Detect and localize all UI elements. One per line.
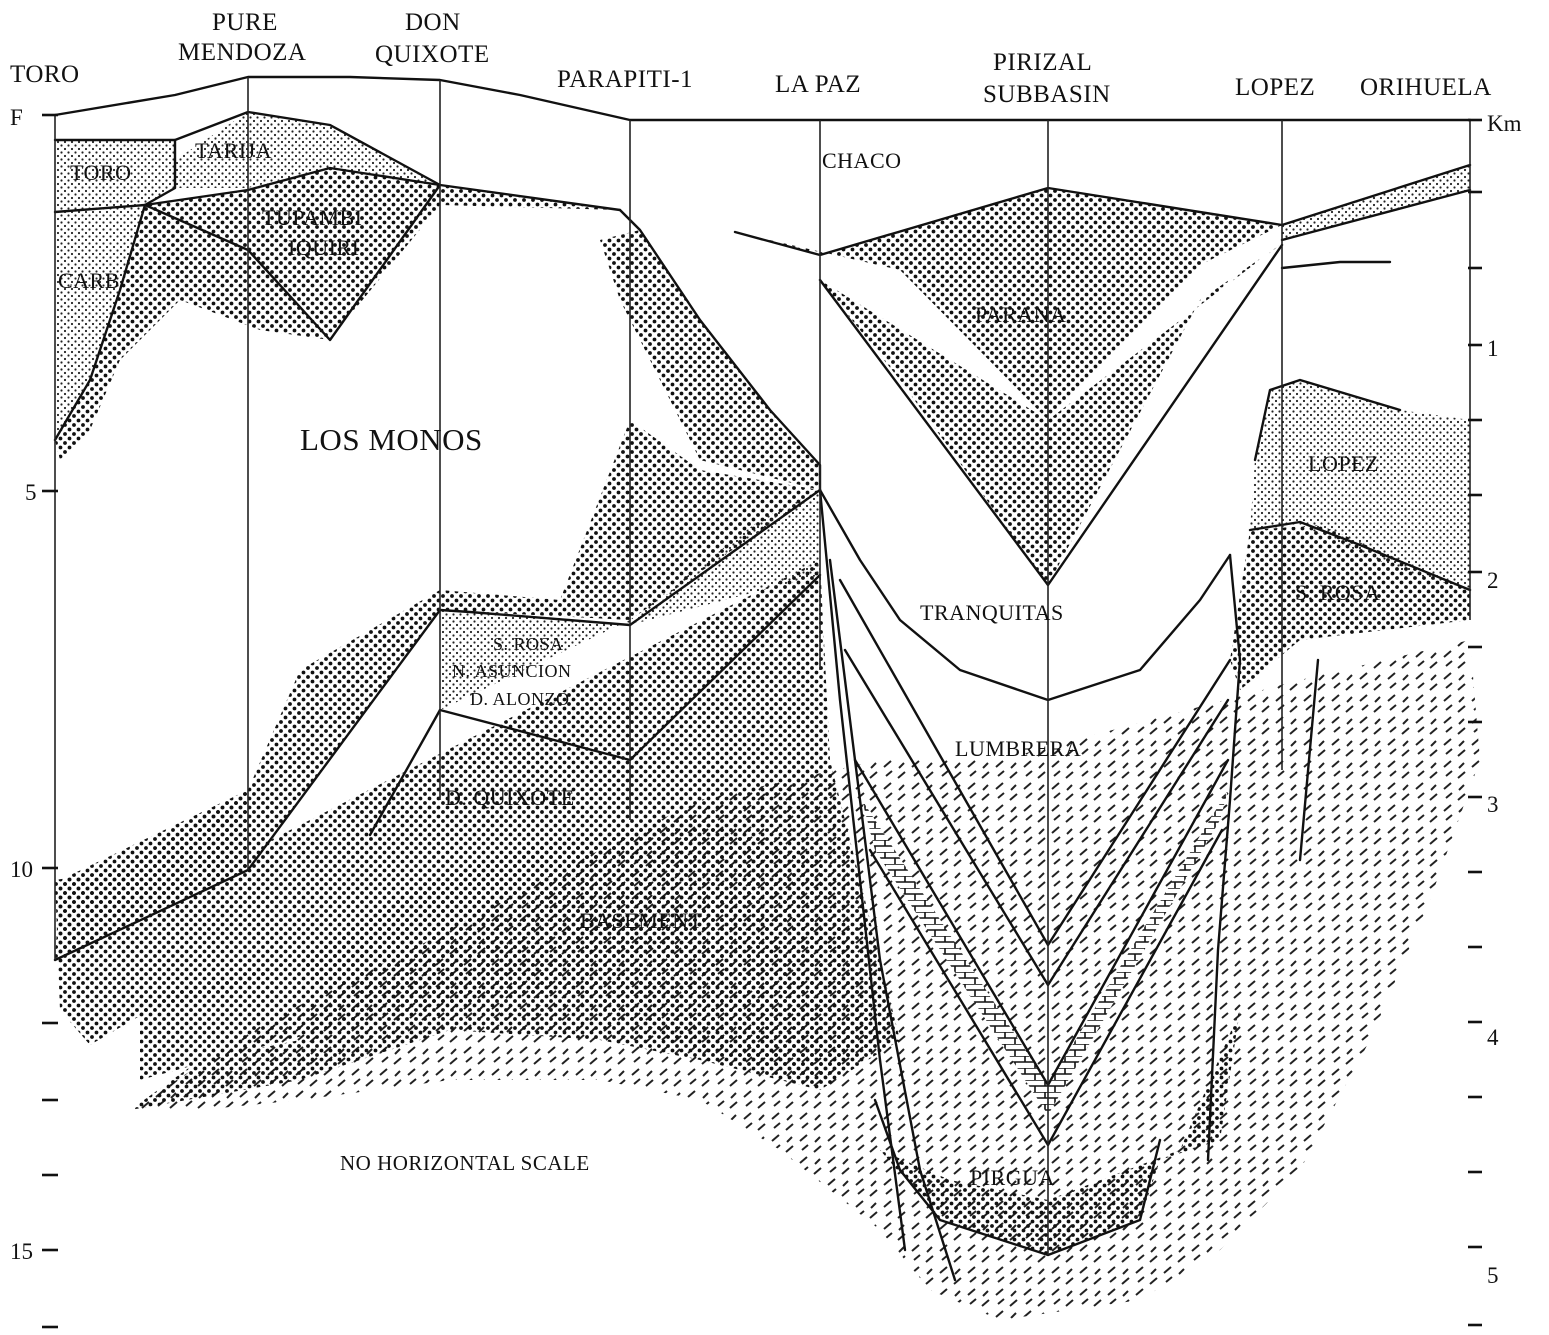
unit-label-tarija: TARIJA: [195, 138, 272, 163]
well-label-lopez: LOPEZ: [1235, 74, 1315, 101]
left-axis-label: 5: [25, 480, 37, 505]
well-label-pure-mendoza: PURE: [212, 9, 278, 36]
lithology-fills: [55, 112, 1480, 1320]
unit-label-srosa-group: S. ROSA: [493, 634, 564, 654]
well-label-orihuela: ORIHUELA: [1360, 74, 1492, 101]
unit-label-iquiri: IQUIRI: [288, 235, 359, 260]
unit-label-basement: BASEMENT: [580, 908, 703, 933]
unit-label-lopez: LOPEZ: [1308, 451, 1379, 476]
left-axis-label: 10: [10, 857, 33, 882]
well-label-don-quixote: DON: [405, 9, 461, 36]
unit-label-tupambi: TUPAMBI: [262, 205, 363, 230]
left-axis: F 5 10 15: [10, 105, 58, 1327]
unit-label-pirgua: PIRGUA: [970, 1165, 1055, 1190]
left-axis-label: 15: [10, 1239, 33, 1264]
scale-note: NO HORIZONTAL SCALE: [340, 1151, 590, 1175]
unit-label-chaco: CHACO: [822, 148, 902, 173]
right-axis-label: 4: [1487, 1025, 1499, 1050]
well-labels: TORO PURE MENDOZA DON QUIXOTE PARAPITI-1…: [10, 9, 1492, 108]
unit-label-lumbrera: LUMBRERA: [955, 736, 1081, 761]
unit-label-carb: CARB: [58, 268, 120, 293]
right-axis-label: 3: [1487, 792, 1499, 817]
unit-label-srosa-group: D. ALONZO: [470, 689, 570, 709]
right-axis-label: 1: [1487, 336, 1499, 361]
right-axis-label: 2: [1487, 568, 1499, 593]
right-axis-unit: Km: [1487, 111, 1522, 136]
left-axis-unit: F: [10, 105, 23, 130]
unit-label-los-monos: LOS MONOS: [300, 422, 483, 457]
well-label-pirizal: SUBBASIN: [983, 81, 1111, 108]
unit-label-tranquitas: TRANQUITAS: [920, 600, 1064, 625]
unit-label-s-rosa: S. ROSA: [1295, 580, 1380, 605]
unit-label-srosa-group: N. ASUNCION: [452, 661, 572, 681]
well-label-pirizal: PIRIZAL: [993, 49, 1092, 76]
unit-label-toro: TORO: [70, 160, 132, 185]
lopez-upper-line: [1282, 262, 1390, 268]
well-label-pure-mendoza: MENDOZA: [178, 39, 307, 66]
unit-label-d-quixote: D. QUIXOTE: [445, 785, 575, 810]
well-label-toro: TORO: [10, 61, 80, 88]
well-label-parapiti: PARAPITI-1: [557, 66, 693, 93]
well-label-la-paz: LA PAZ: [775, 71, 861, 98]
orihuela-top-fill: [1282, 165, 1470, 240]
right-axis-label: 5: [1487, 1263, 1499, 1288]
unit-label-parana: PARANA: [975, 302, 1066, 327]
well-label-don-quixote: QUIXOTE: [375, 41, 490, 68]
